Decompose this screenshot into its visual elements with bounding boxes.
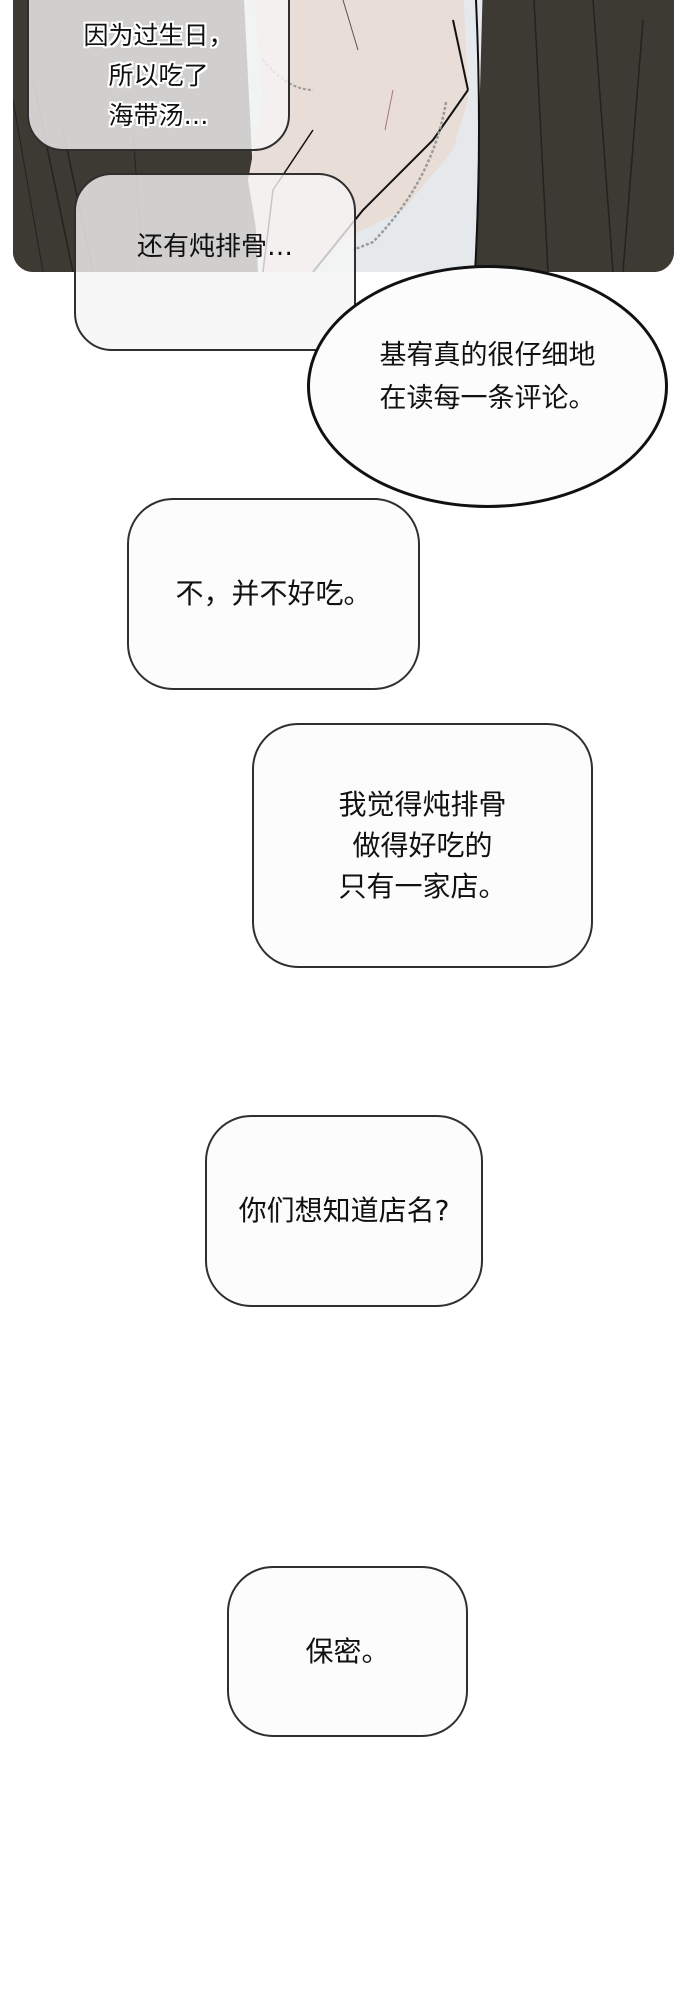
speech-bubble-5: 我觉得炖排骨 做得好吃的 只有一家店。	[252, 723, 593, 968]
speech-bubble-6: 你们想知道店名?	[205, 1115, 483, 1307]
speech-bubble-1: 因为过生日， 所以吃了 海带汤…	[27, 0, 290, 151]
speech-bubble-3: 基宥真的很仔细地 在读每一条评论。	[307, 265, 668, 508]
bubble-text: 你们想知道店名?	[238, 1194, 450, 1227]
bubble-text: 我觉得炖排骨 做得好吃的 只有一家店。	[338, 788, 507, 903]
bubble-text: 不，并不好吃。	[175, 577, 372, 610]
bubble-text: 基宥真的很仔细地 在读每一条评论。	[379, 339, 596, 414]
bubble-text: 还有炖排骨…	[136, 232, 293, 262]
speech-bubble-4: 不，并不好吃。	[127, 498, 420, 690]
speech-bubble-2: 还有炖排骨…	[74, 173, 356, 351]
bubble-text: 保密。	[305, 1634, 390, 1668]
speech-bubble-7: 保密。	[227, 1566, 468, 1737]
bubble-text: 因为过生日， 所以吃了 海带汤…	[83, 20, 234, 130]
